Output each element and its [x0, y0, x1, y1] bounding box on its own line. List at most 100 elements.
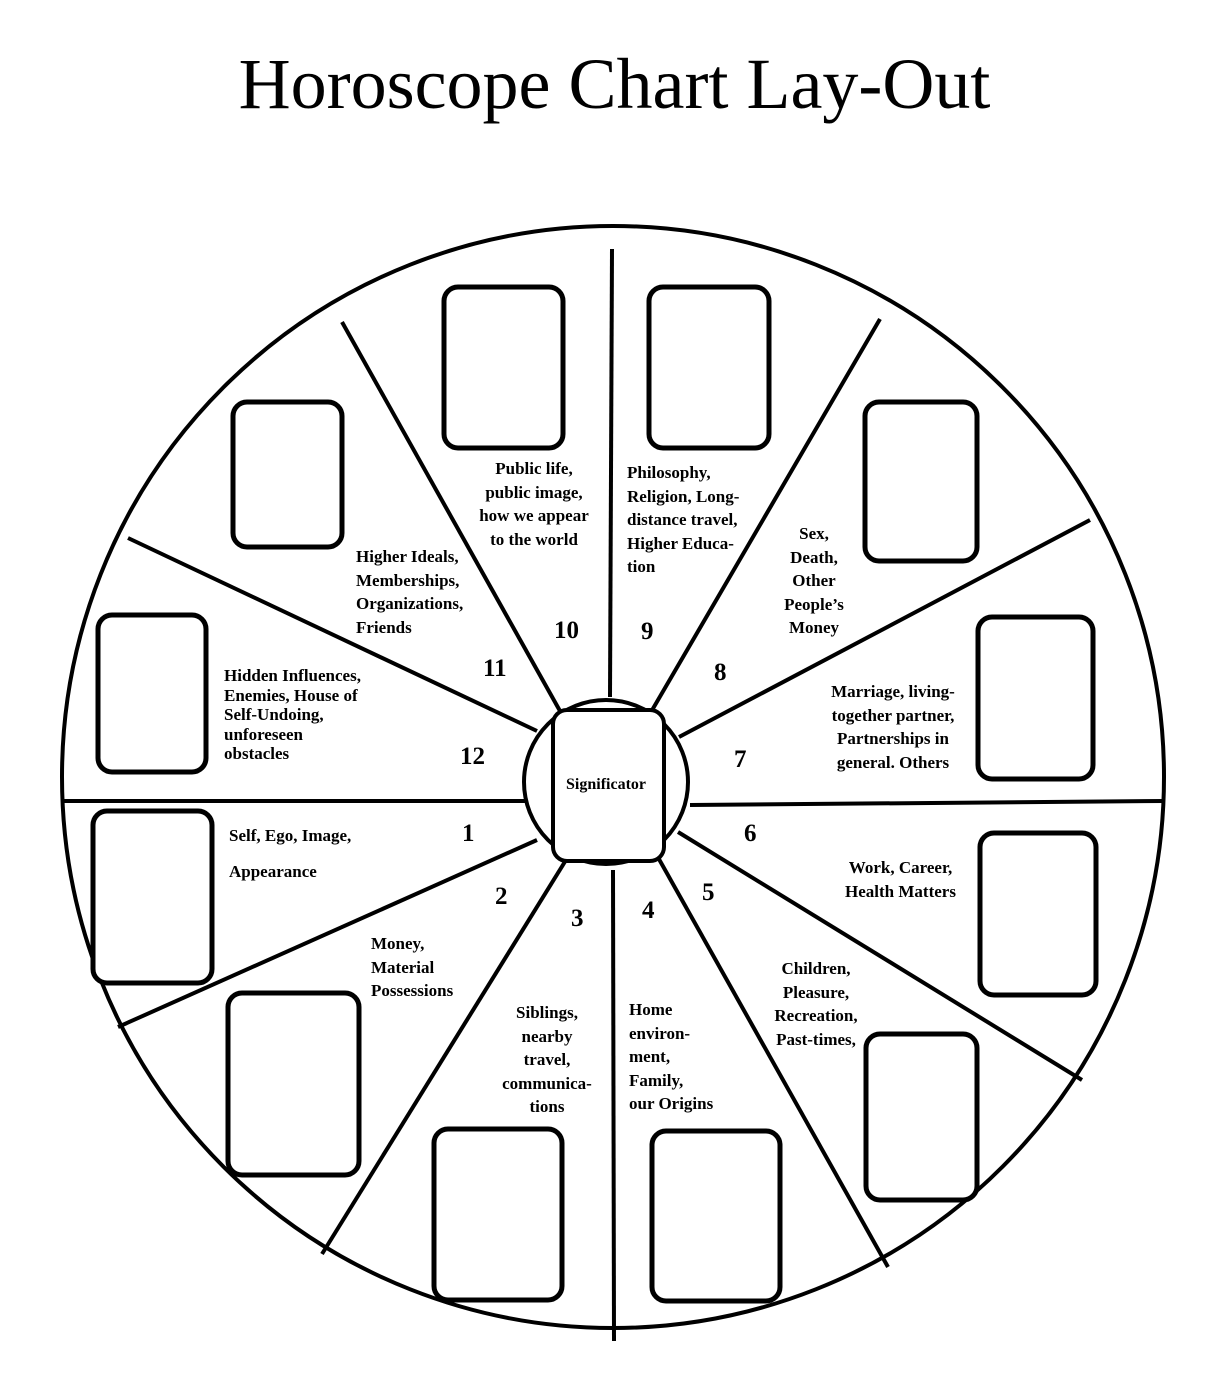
house-label-7-line: Partnerships in — [837, 729, 949, 748]
house-number-2: 2 — [495, 883, 508, 910]
house-label-5-line: Past-times, — [776, 1029, 856, 1049]
house-number-1: 1 — [462, 820, 475, 847]
card-slot-2[interactable] — [225, 990, 362, 1178]
house-label-6-line: Work, Career, — [848, 858, 953, 877]
house-label-1-line: Appearance — [229, 862, 317, 881]
house-label-7-line: Marriage, living- — [831, 682, 955, 701]
house-number-6: 6 — [744, 820, 757, 847]
house-label-11-line: Organizations, — [356, 594, 464, 613]
card-slot-7[interactable] — [975, 614, 1096, 782]
divider-2 — [649, 317, 882, 714]
house-label-8-line: Money — [788, 618, 840, 637]
divider-12 — [340, 321, 562, 712]
divider-5 — [676, 830, 1084, 1082]
house-label-2-line: Material — [371, 957, 435, 977]
significator-card-slot[interactable] — [551, 708, 666, 863]
house-label-7-line: together partner, — [831, 705, 955, 725]
house-label-10: Public life, public image, how we appear… — [466, 457, 602, 551]
card-slot-6[interactable] — [977, 830, 1099, 998]
house-label-10-line: public image, — [485, 482, 583, 502]
card-slot-11[interactable] — [230, 399, 345, 550]
card-slot-9[interactable] — [646, 284, 772, 451]
house-label-4-line: ment, — [629, 1047, 671, 1066]
house-number-5: 5 — [702, 879, 715, 906]
house-label-9-line: tion — [627, 557, 656, 576]
page-title: Horoscope Chart Lay-Out — [238, 44, 991, 124]
house-label-8-line: People’s — [784, 594, 844, 614]
house-label-10-line: to the world — [490, 529, 578, 549]
house-label-4-line: our Origins — [629, 1094, 714, 1113]
house-label-3: Siblings, nearby travel, communica- tion… — [487, 1001, 607, 1119]
house-label-10-line: Public life, — [495, 459, 573, 478]
divider-3 — [678, 518, 1091, 739]
card-slots — [90, 284, 1099, 1304]
card-slot-5[interactable] — [863, 1031, 980, 1203]
house-label-8: Sex, Death, Other People’s Money — [764, 522, 864, 640]
house-label-2-line: Money, — [371, 934, 425, 953]
house-label-7: Marriage, living- together partner, Part… — [818, 680, 968, 774]
house-label-5: Children, Pleasure, Recreation, Past-tim… — [756, 957, 876, 1051]
card-slot-3[interactable] — [431, 1126, 565, 1303]
house-label-9: Philosophy, Religion, Long- distance tra… — [627, 461, 739, 579]
house-label-11-line: Memberships, — [356, 570, 460, 590]
card-slot-8[interactable] — [862, 399, 980, 564]
house-label-9-line: Higher Educa- — [627, 533, 734, 553]
house-label-8-line: Sex, — [799, 524, 829, 543]
divider-6 — [653, 851, 890, 1268]
house-label-5-line: Children, — [781, 959, 851, 978]
house-label-3-line: communica- — [502, 1073, 592, 1093]
house-label-11-line: Higher Ideals, — [356, 547, 459, 566]
center-hub — [522, 698, 690, 866]
house-label-1-line: Self, Ego, Image, — [229, 826, 352, 845]
house-label-12-line: unforeseen — [224, 724, 304, 744]
divider-8 — [320, 858, 568, 1256]
house-label-6: Work, Career, Health Matters — [833, 856, 968, 903]
house-label-8-line: Death, — [790, 547, 838, 567]
house-label-5-line: Pleasure, — [782, 982, 850, 1002]
divider-1 — [608, 248, 614, 698]
house-label-3-line: Siblings, — [516, 1003, 578, 1022]
house-label-7-line: general. Others — [836, 752, 950, 772]
house-label-4-line: Family, — [629, 1070, 684, 1090]
house-label-2: Money, Material Possessions — [371, 932, 453, 1003]
house-label-9-line: Philosophy, — [627, 463, 711, 482]
house-label-9-line: distance travel, — [627, 510, 738, 529]
house-label-3-line: nearby — [521, 1026, 573, 1046]
divider-7 — [611, 869, 616, 1342]
divider-11 — [127, 536, 538, 733]
house-label-3-line: tions — [529, 1097, 565, 1116]
significator-label: Significator — [566, 776, 646, 793]
house-label-4: Home environ- ment, Family, our Origins — [629, 998, 713, 1116]
house-number-3: 3 — [571, 905, 584, 932]
house-label-6-line: Health Matters — [845, 881, 956, 901]
house-number-9: 9 — [641, 618, 654, 645]
house-label-12-line: Enemies, House of — [224, 685, 358, 705]
divider-4 — [689, 799, 1165, 807]
house-number-8: 8 — [714, 659, 727, 686]
house-label-12-line: Self-Undoing, — [224, 705, 324, 724]
card-slot-10[interactable] — [441, 284, 566, 451]
house-dividers — [62, 248, 1165, 1342]
house-label-10-line: how we appear — [479, 506, 589, 525]
card-slot-1[interactable] — [90, 808, 215, 986]
house-number-4: 4 — [642, 897, 655, 924]
house-label-4-line: Home — [629, 1000, 673, 1019]
house-label-8-line: Other — [792, 571, 836, 590]
house-number-10: 10 — [554, 617, 579, 644]
house-label-11-line: Friends — [356, 617, 412, 637]
house-label-2-line: Possessions — [371, 981, 454, 1000]
house-number-12: 12 — [460, 743, 485, 770]
house-label-3-line: travel, — [523, 1050, 571, 1069]
card-slot-4[interactable] — [649, 1128, 783, 1304]
house-label-11: Higher Ideals, Memberships, Organization… — [356, 545, 463, 639]
house-label-12-line: obstacles — [224, 744, 290, 763]
house-label-5-line: Recreation, — [774, 1006, 858, 1025]
divider-9 — [117, 838, 538, 1029]
house-label-9-line: Religion, Long- — [627, 486, 740, 506]
house-label-12: Hidden Influences, Enemies, House of Sel… — [224, 666, 361, 764]
house-label-1: Self, Ego, Image, Appearance — [229, 818, 351, 890]
card-slot-12[interactable] — [95, 612, 209, 775]
house-number-11: 11 — [483, 655, 507, 682]
house-label-4-line: environ- — [629, 1023, 691, 1043]
